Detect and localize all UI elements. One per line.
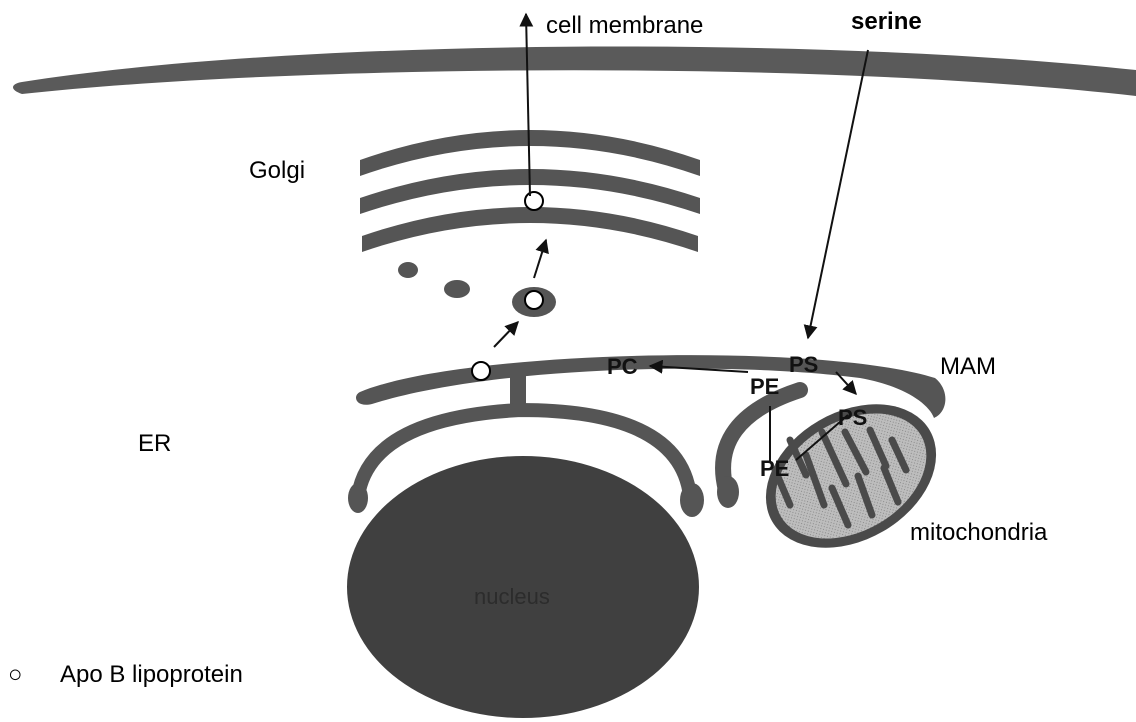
golgi-cisterna-3 <box>362 207 698 252</box>
label-ps-mito: PS <box>838 405 867 430</box>
label-ps-er: PS <box>789 352 818 377</box>
arrow-to-membrane <box>526 14 530 196</box>
legend: ○ Apo B lipoprotein <box>8 661 243 688</box>
nuclear-envelope-end-left <box>348 483 368 513</box>
legend-text: Apo B lipoprotein <box>60 661 243 688</box>
label-mitochondria: mitochondria <box>910 519 1048 546</box>
label-cell-membrane: cell membrane <box>546 12 703 39</box>
arrow-vesicle-to-golgi <box>534 240 546 278</box>
nuclear-envelope-end-right <box>680 483 704 517</box>
label-serine: serine <box>851 8 922 35</box>
apob-in-golgi <box>525 192 543 210</box>
vesicle-small-2 <box>444 280 470 298</box>
cell-membrane-shape <box>13 47 1136 96</box>
apob-in-vesicle <box>525 291 543 309</box>
apob-in-er <box>472 362 490 380</box>
label-nucleus: nucleus <box>474 584 550 609</box>
arrow-er-to-vesicle <box>494 322 518 347</box>
label-pc: PC <box>607 354 638 379</box>
label-pe-er: PE <box>750 374 779 399</box>
label-golgi: Golgi <box>249 157 305 184</box>
legend-symbol: ○ <box>8 661 23 688</box>
arrow-serine-to-er <box>808 50 868 338</box>
label-pe-mito: PE <box>760 456 789 481</box>
vesicle-small-1 <box>398 262 418 278</box>
mam-end <box>717 476 739 508</box>
label-er: ER <box>138 430 171 457</box>
label-mam: MAM <box>940 353 996 380</box>
